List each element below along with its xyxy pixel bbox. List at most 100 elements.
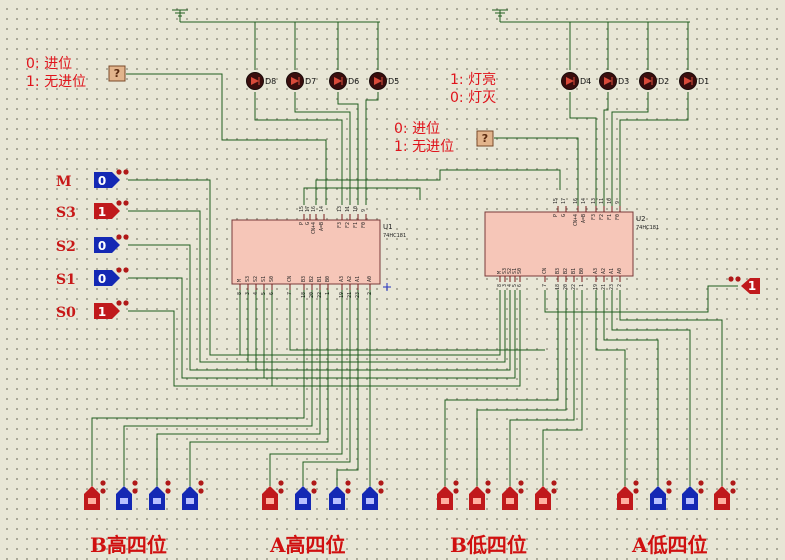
pin-number: 11 bbox=[599, 198, 605, 204]
wire-u1-cn4 bbox=[315, 169, 561, 205]
diode-symbol-icon bbox=[644, 77, 652, 85]
input-switch[interactable] bbox=[682, 480, 704, 510]
input-switch[interactable] bbox=[617, 480, 639, 510]
control-signal-label: S2 bbox=[56, 239, 76, 255]
switch-indicator bbox=[116, 200, 122, 206]
switch-indicator bbox=[198, 480, 204, 486]
pin-name-p: P bbox=[299, 222, 305, 225]
switch-window bbox=[539, 498, 547, 504]
annotation-lamp-off: 0: 灯灭 bbox=[450, 90, 496, 106]
input-switch[interactable] bbox=[535, 480, 557, 510]
input-switch[interactable] bbox=[714, 480, 736, 510]
pin-name-b2: B2 bbox=[563, 268, 569, 274]
switch-body[interactable] bbox=[94, 203, 120, 219]
pin-name-cn: CN bbox=[287, 276, 293, 282]
switch-window bbox=[654, 498, 662, 504]
led-wires-u1 bbox=[254, 92, 379, 205]
input-switch[interactable] bbox=[437, 480, 459, 510]
switch-body[interactable] bbox=[94, 237, 120, 253]
wire-b-low bbox=[444, 290, 583, 486]
control-signal-label: S3 bbox=[56, 205, 76, 221]
led-ground-left bbox=[254, 22, 379, 70]
pin-number: 10 bbox=[607, 198, 613, 204]
input-switch[interactable] bbox=[469, 480, 491, 510]
control-signal-label: M bbox=[56, 174, 72, 190]
input-switch[interactable] bbox=[362, 480, 384, 510]
switch-indicator bbox=[116, 300, 122, 306]
pin-name-a3: A3 bbox=[593, 268, 599, 274]
input-switch[interactable] bbox=[262, 480, 284, 510]
diode-symbol-icon bbox=[334, 77, 342, 85]
switch-body[interactable] bbox=[94, 303, 120, 319]
pin-name-a3: A3 bbox=[339, 276, 345, 282]
alu-chip-u2: P15G17CN+416A=B14F313F211F110F09M8S33S24… bbox=[484, 198, 659, 290]
diode-symbol-icon bbox=[291, 77, 299, 85]
pin-number: 20 bbox=[563, 284, 569, 290]
carry-in-switch[interactable]: 1 bbox=[728, 276, 760, 294]
input-switch[interactable] bbox=[295, 480, 317, 510]
chip-ref-label: U1 bbox=[383, 223, 393, 231]
carry-probe-left: ? bbox=[108, 65, 126, 82]
pin-number: 17 bbox=[305, 206, 311, 212]
pin-number: 6 bbox=[269, 292, 275, 295]
pin-number: 8 bbox=[497, 284, 503, 287]
pin-number: 15 bbox=[299, 206, 305, 212]
input-switch[interactable] bbox=[84, 480, 106, 510]
wire-s2 bbox=[128, 244, 511, 371]
pin-name-s0: S0 bbox=[517, 268, 523, 274]
switch-indicator bbox=[345, 480, 351, 486]
chip-part-label: 74HC181 bbox=[636, 225, 659, 231]
wire-network bbox=[91, 9, 738, 486]
switch-window bbox=[266, 498, 274, 504]
pin-name-s2: S2 bbox=[507, 268, 513, 274]
input-switch[interactable] bbox=[182, 480, 204, 510]
switch-indicator bbox=[311, 480, 317, 486]
pin-number: 22 bbox=[571, 284, 577, 290]
switch-body[interactable] bbox=[94, 270, 120, 286]
pin-number: 5 bbox=[261, 292, 267, 295]
input-switch[interactable] bbox=[329, 480, 351, 510]
wire-s1 bbox=[128, 277, 516, 379]
input-switch[interactable] bbox=[149, 480, 171, 510]
annotation-left-carry-1: 1: 无进位 bbox=[26, 74, 86, 90]
pin-number: 3 bbox=[502, 284, 508, 287]
pin-name-f1: F1 bbox=[353, 222, 359, 228]
switch-indicator bbox=[165, 480, 171, 486]
input-switch[interactable] bbox=[116, 480, 138, 510]
led-d8: D8 bbox=[246, 72, 276, 90]
switch-window bbox=[366, 498, 374, 504]
switch-body[interactable] bbox=[94, 172, 120, 188]
pin-name-f0: F0 bbox=[615, 214, 621, 220]
switch-indicator bbox=[730, 488, 736, 494]
pin-number: 13 bbox=[337, 206, 343, 212]
switch-indicator bbox=[730, 480, 736, 486]
pin-name-a=b: A=B bbox=[581, 214, 587, 223]
input-group-1: B高四位 bbox=[84, 480, 204, 557]
pin-name-a=b: A=B bbox=[319, 222, 325, 231]
svg-text:?: ? bbox=[114, 67, 120, 80]
pin-number: 2 bbox=[367, 292, 373, 295]
switch-indicator bbox=[378, 480, 384, 486]
pin-name-a2: A2 bbox=[601, 268, 607, 274]
pin-number: 13 bbox=[591, 198, 597, 204]
pin-number: 21 bbox=[601, 284, 607, 290]
chip-ref-label: U2 bbox=[636, 215, 646, 223]
led-d3: D3 bbox=[599, 72, 629, 90]
switch-indicator bbox=[100, 488, 106, 494]
input-switch[interactable] bbox=[502, 480, 524, 510]
switch-indicator bbox=[198, 488, 204, 494]
pin-number: 18 bbox=[555, 284, 561, 290]
switch-indicator bbox=[378, 488, 384, 494]
pin-number: 23 bbox=[609, 284, 615, 290]
wire-probe-mid bbox=[494, 137, 579, 212]
input-switch[interactable] bbox=[650, 480, 672, 510]
led-ground-right bbox=[569, 22, 689, 70]
pin-number: 7 bbox=[287, 292, 293, 295]
diode-symbol-icon bbox=[684, 77, 692, 85]
switch-window bbox=[473, 498, 481, 504]
